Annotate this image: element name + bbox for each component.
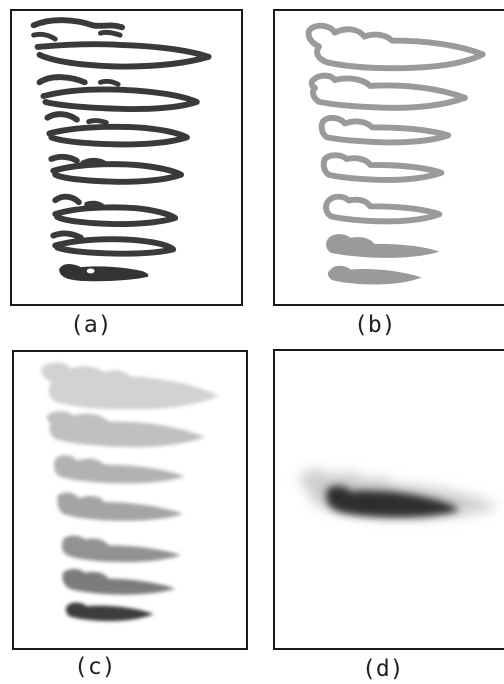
panel-c-filled-shapes bbox=[12, 350, 248, 650]
blurred-core bbox=[326, 485, 460, 518]
filled-shape-c3 bbox=[54, 455, 186, 484]
panel-a-shapes bbox=[30, 17, 212, 282]
panel-d-shapes bbox=[298, 469, 499, 518]
contour-shape-b7 bbox=[327, 265, 422, 285]
caption-b: (b) bbox=[354, 312, 396, 338]
filled-shape-c5 bbox=[61, 535, 182, 563]
contour-shape-b3 bbox=[318, 114, 452, 146]
contour-shape-b2 bbox=[308, 72, 468, 111]
contour-shape-b6 bbox=[326, 234, 440, 258]
filled-shape-c2 bbox=[46, 411, 205, 448]
panel-b-contour-outlines bbox=[273, 9, 504, 306]
contour-shape-a1 bbox=[30, 17, 212, 70]
filled-shape-c1 bbox=[41, 362, 219, 410]
contour-shape-a4 bbox=[48, 153, 184, 185]
filled-shape-c7 bbox=[65, 602, 154, 622]
panel-b-shapes bbox=[305, 22, 486, 285]
filled-shape-c6 bbox=[62, 569, 176, 595]
contour-shape-a6 bbox=[50, 230, 177, 257]
panel-c-shapes bbox=[41, 362, 219, 622]
caption-d: (d) bbox=[362, 656, 404, 682]
contour-shape-a7 bbox=[59, 264, 149, 282]
caption-a: (a) bbox=[70, 312, 112, 338]
caption-c: (c) bbox=[74, 654, 116, 680]
contour-shape-a5 bbox=[52, 193, 179, 228]
filled-shape-c4 bbox=[57, 492, 184, 521]
contour-shape-a3 bbox=[44, 111, 190, 148]
contour-shape-b5 bbox=[323, 193, 443, 225]
contour-shape-a2 bbox=[36, 74, 200, 113]
panel-a-contour-outlines bbox=[10, 9, 243, 306]
panel-d-blurred-shape bbox=[273, 349, 504, 650]
contour-shape-b1 bbox=[305, 22, 486, 72]
contour-shape-b4 bbox=[320, 152, 445, 183]
